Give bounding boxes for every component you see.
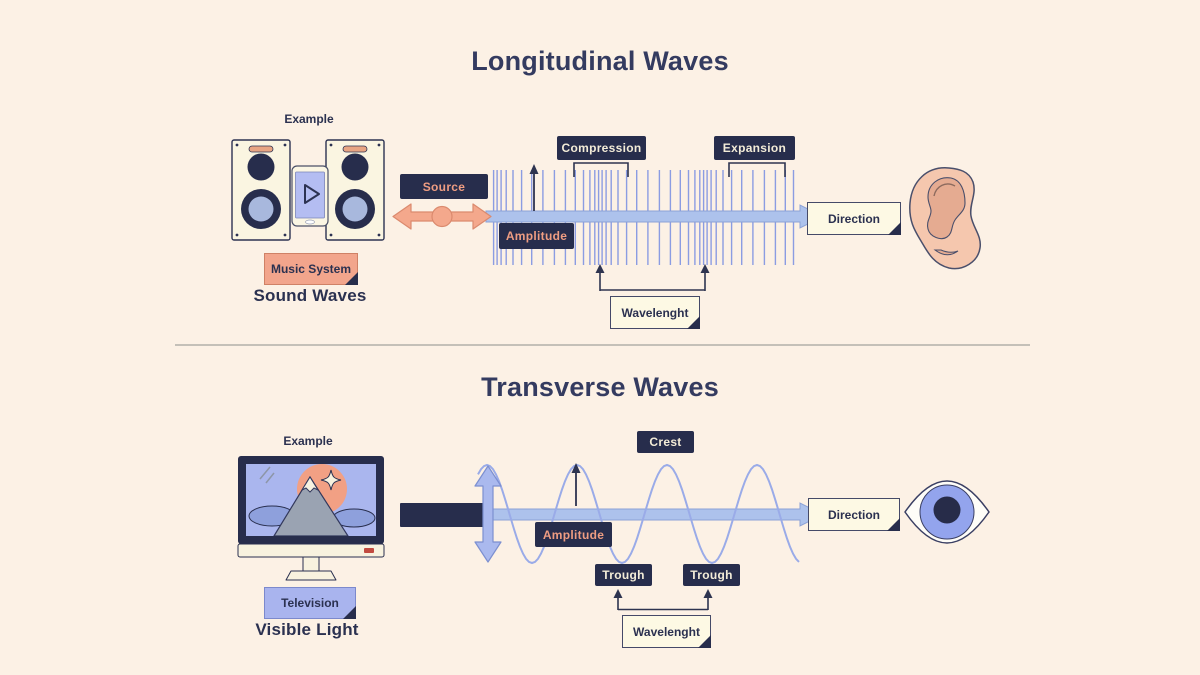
mountain-icon <box>273 475 349 536</box>
ear-icon <box>909 167 982 270</box>
television-note-label: Television <box>281 596 339 610</box>
sound-waves-caption: Sound Waves <box>253 286 367 305</box>
example-label-longitudinal: Example <box>284 112 334 126</box>
snowcap <box>300 476 320 493</box>
phone-icon <box>291 165 329 227</box>
sparkle-icon <box>320 469 342 491</box>
direction-note-transverse: Direction <box>808 498 900 531</box>
folded-corner-icon <box>887 518 900 531</box>
music-system-note-label: Music System <box>270 262 352 276</box>
music-system-note: Music System <box>264 253 358 285</box>
folded-corner-icon <box>698 635 711 648</box>
music-system-icon <box>231 139 385 241</box>
crest-badge: Crest <box>637 431 694 453</box>
example-label-transverse: Example <box>283 434 333 448</box>
wavelength-measure-longitudinal <box>595 264 710 291</box>
direction-note-label: Direction <box>827 211 880 226</box>
power-light <box>364 548 374 553</box>
folded-corner-icon <box>345 272 358 285</box>
transverse-sine-wave <box>477 463 800 565</box>
television-icon <box>237 456 385 581</box>
eye-icon <box>904 480 990 544</box>
television-note: Television <box>264 587 356 619</box>
wavelength-note-longitudinal: Wavelenght <box>610 296 700 329</box>
wavelength-note-transverse: Wavelenght <box>622 615 711 648</box>
section-divider <box>175 344 1030 346</box>
amplitude-arrow-longitudinal <box>529 164 539 211</box>
source-badge: Source <box>400 174 488 199</box>
source-vibration-arrow <box>392 203 492 230</box>
expansion-badge: Expansion <box>714 136 795 160</box>
visible-light-caption: Visible Light <box>255 620 359 639</box>
wavelength-measure-transverse <box>613 589 713 611</box>
longitudinal-title: Longitudinal Waves <box>471 46 729 76</box>
shine-lines <box>259 466 275 484</box>
wavelength-note-label: Wavelenght <box>621 305 689 320</box>
wavelength-note-label: Wavelenght <box>633 624 700 639</box>
trough-badge-2: Trough <box>683 564 740 586</box>
folded-corner-icon <box>687 316 700 329</box>
folded-corner-icon <box>888 222 901 235</box>
trough-badge-1: Trough <box>595 564 652 586</box>
direction-note-label: Direction <box>827 507 880 522</box>
oscillation-double-arrow <box>474 465 502 563</box>
wave-source-bar <box>400 503 487 527</box>
expansion-bracket <box>728 162 786 177</box>
amplitude-badge-transverse: Amplitude <box>535 522 612 547</box>
folded-corner-icon <box>343 606 356 619</box>
direction-note-longitudinal: Direction <box>807 202 901 235</box>
compression-badge: Compression <box>557 136 646 160</box>
amplitude-arrow-transverse <box>571 463 581 506</box>
amplitude-badge-longitudinal: Amplitude <box>499 223 574 249</box>
compression-bracket <box>573 162 629 177</box>
play-icon <box>304 184 320 204</box>
transverse-title: Transverse Waves <box>481 372 719 402</box>
